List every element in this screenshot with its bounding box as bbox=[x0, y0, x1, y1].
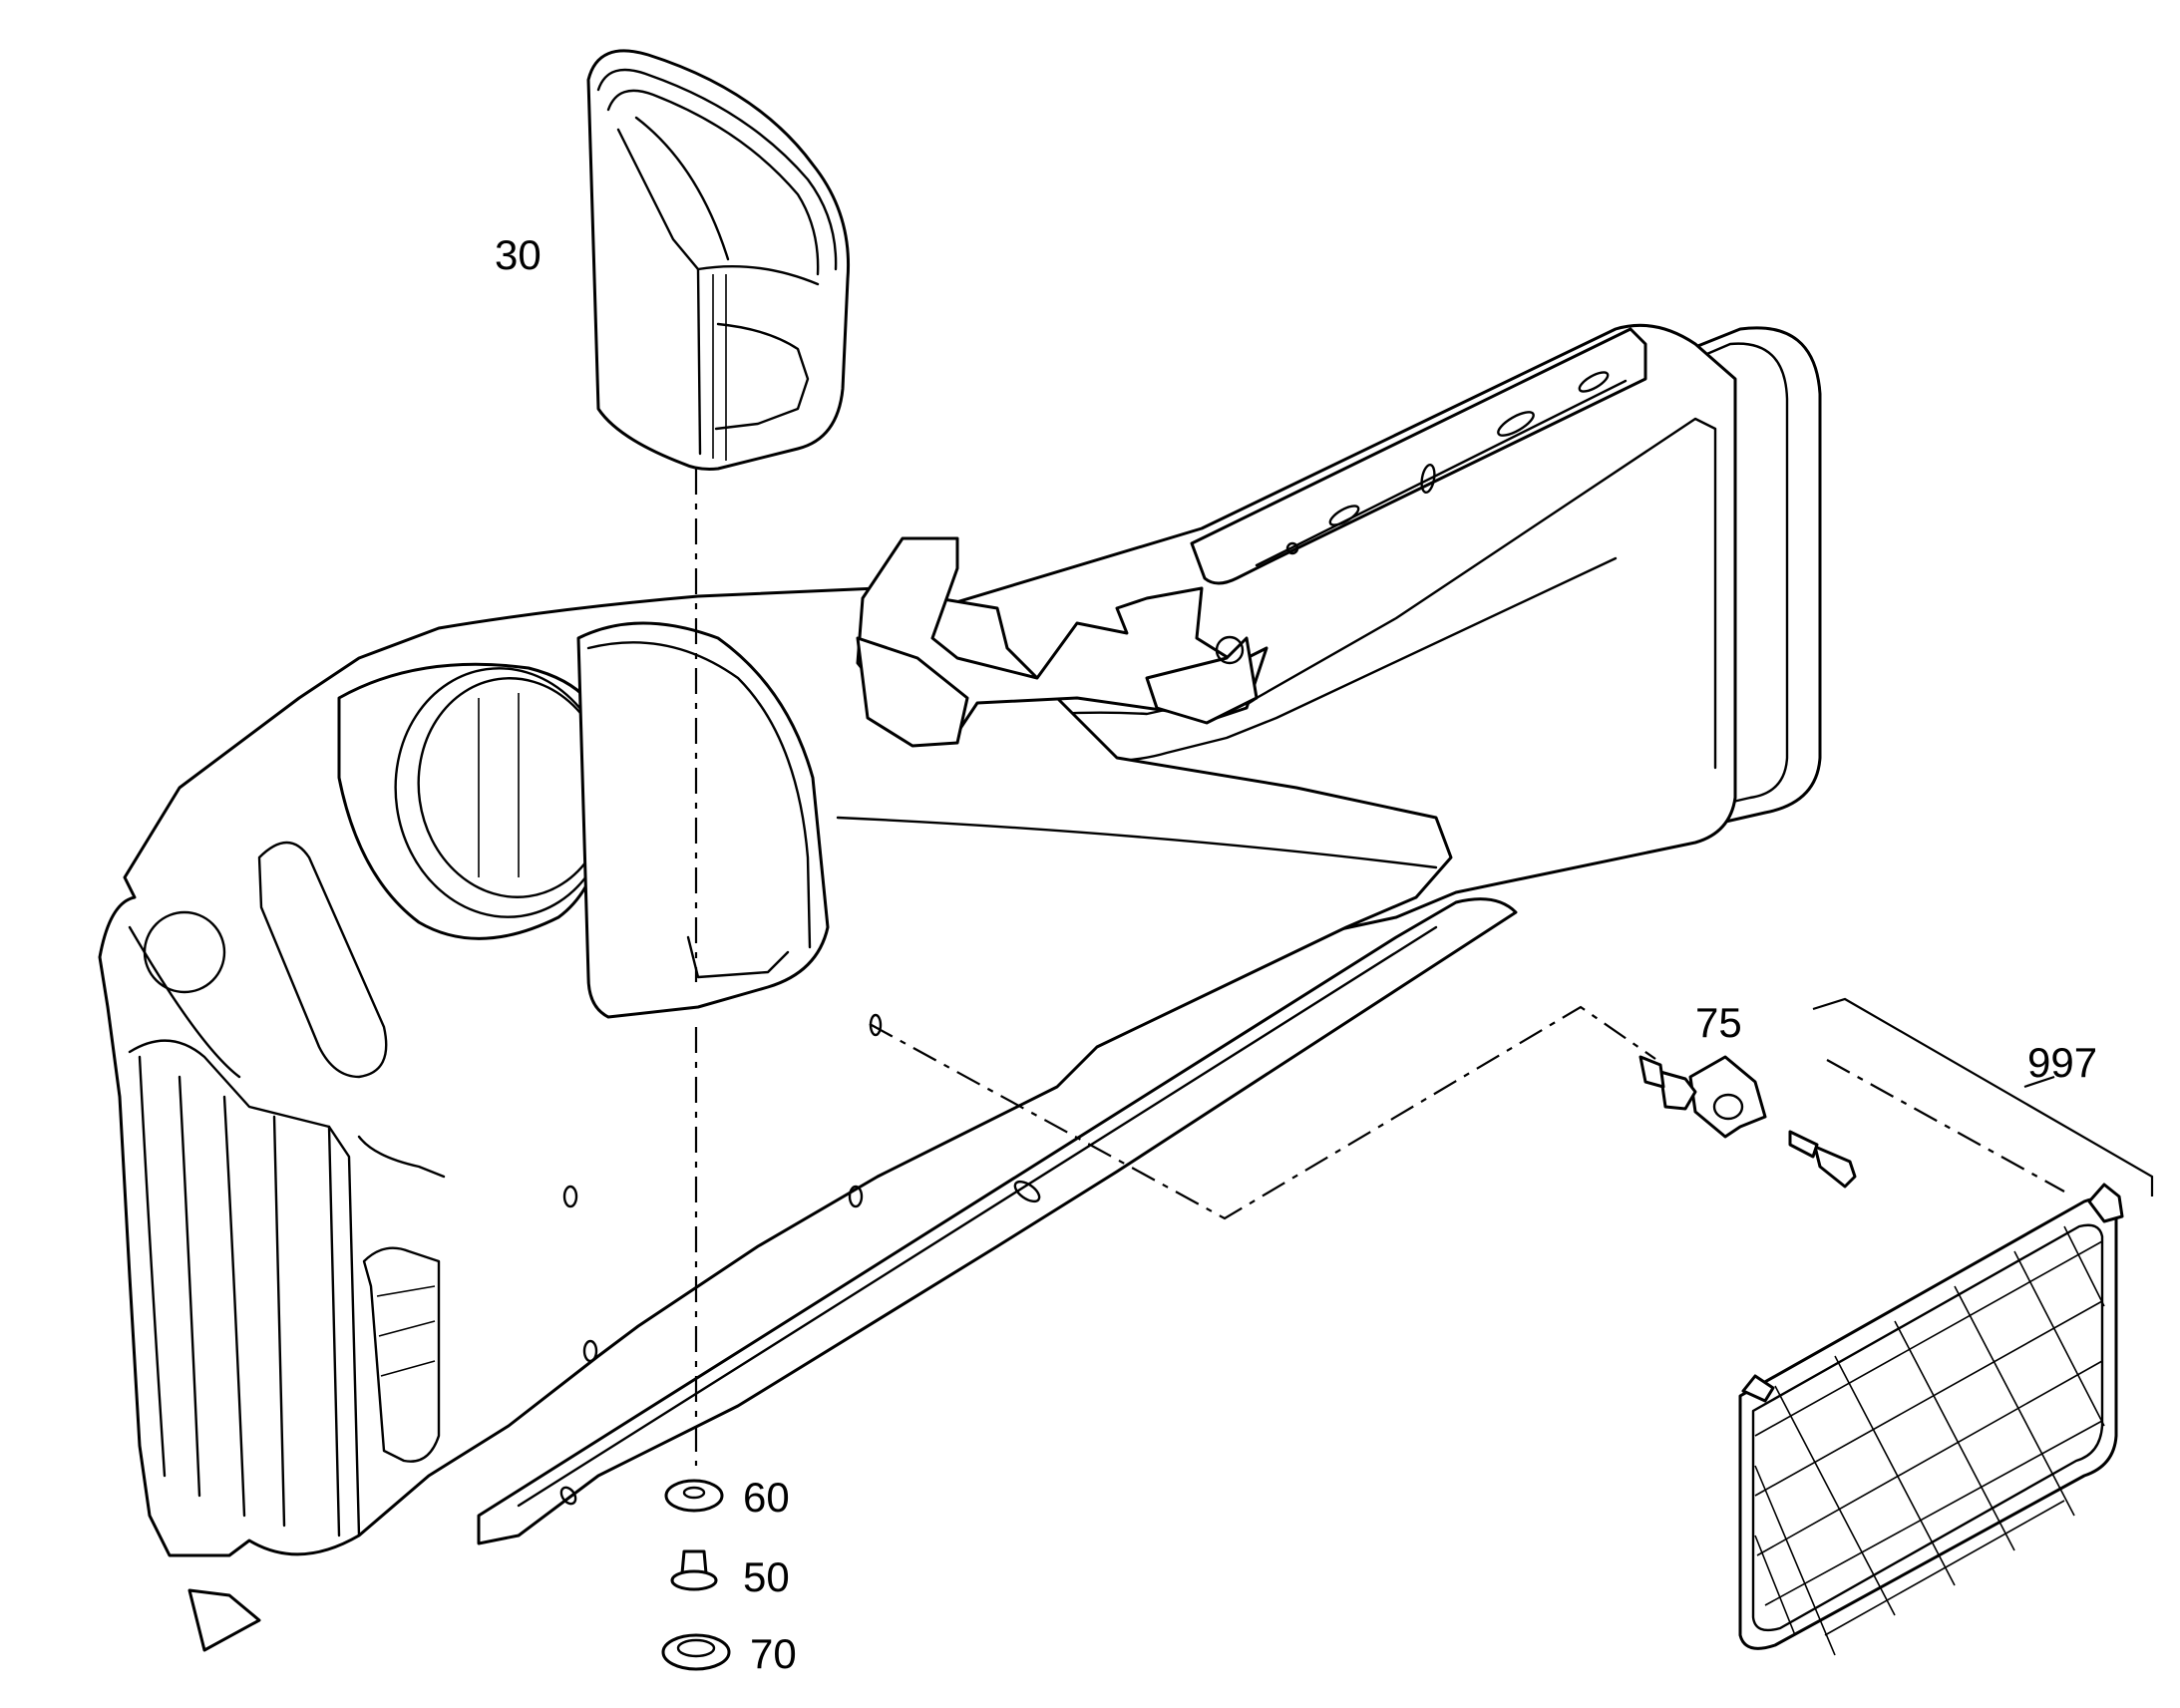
callout-60: 60 bbox=[743, 1474, 790, 1521]
callout-labels: 30 75 997 60 50 70 bbox=[495, 231, 2097, 1677]
callout-50: 50 bbox=[743, 1553, 790, 1600]
hardware-stack bbox=[661, 1479, 731, 1671]
clip-part-75 bbox=[1638, 1055, 1857, 1189]
cupholder-insert-part-30 bbox=[586, 49, 851, 471]
flange-slots bbox=[1285, 371, 1610, 555]
washer-part-60 bbox=[664, 1479, 724, 1513]
callout-70: 70 bbox=[750, 1630, 797, 1677]
trim-panel bbox=[98, 323, 1822, 1652]
callout-75: 75 bbox=[1695, 999, 1742, 1046]
leader-lines bbox=[694, 469, 2154, 1466]
net-part-997 bbox=[1738, 1183, 2124, 1656]
callout-30: 30 bbox=[495, 231, 542, 278]
callout-997: 997 bbox=[2027, 1039, 2097, 1086]
